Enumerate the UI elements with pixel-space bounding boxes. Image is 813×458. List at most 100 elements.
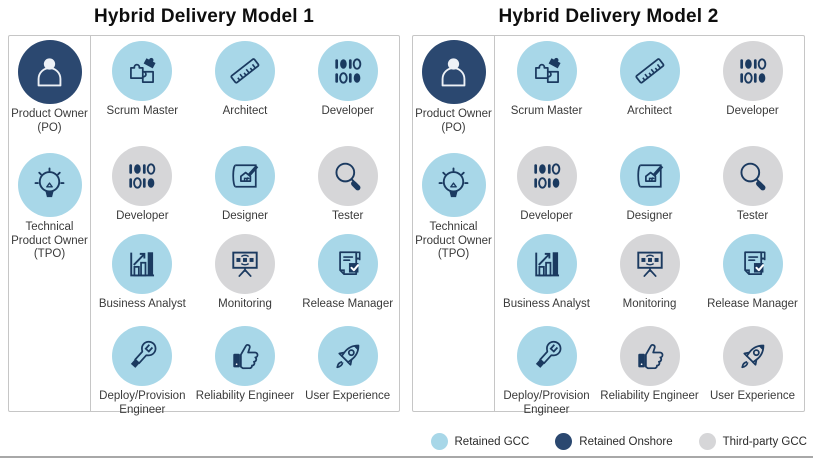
role-label: Developer (520, 210, 573, 222)
role-label: Tester (331, 210, 364, 222)
role-cell: Developer (701, 41, 804, 146)
role-cell: Reliability Engineer (598, 326, 701, 417)
legend-label: Retained Onshore (579, 435, 673, 448)
role-circle (516, 234, 577, 294)
role-cell: Reliability Engineer (194, 326, 297, 417)
model-2-section: Hybrid Delivery Model 2 Product Owner (P… (412, 6, 805, 416)
model-2-panel: Product Owner (PO) Technical Product Owne… (412, 35, 805, 416)
role-cell: Scrum Master (91, 41, 194, 146)
binary-icon (329, 52, 367, 90)
role-cell: Scrum Master (495, 41, 598, 146)
role-circle (619, 234, 680, 294)
wrench-icon (528, 337, 566, 375)
role-circle (516, 326, 577, 386)
blueprint-icon (226, 157, 264, 195)
role-cell: Product Owner (PO) (9, 40, 90, 135)
legend-item: Retained Onshore (555, 433, 673, 450)
role-circle (112, 41, 173, 101)
binary-icon (123, 157, 161, 195)
role-cell: Release Manager (296, 234, 399, 326)
role-cell: Product Owner (PO) (413, 40, 494, 135)
binary-icon (734, 52, 772, 90)
lightbulb-icon (29, 165, 70, 206)
role-label: Deploy/Provision Engineer (503, 390, 590, 416)
role-cell: Deploy/Provision Engineer (91, 326, 194, 417)
role-circle (619, 326, 680, 386)
legend-swatch (555, 433, 573, 450)
rocket-icon (329, 337, 367, 375)
role-label: Scrum Master (106, 105, 179, 117)
bar-chart-icon (123, 245, 161, 283)
role-label: Technical Product Owner (TPO) (11, 221, 88, 261)
role-cell: Developer (495, 146, 598, 234)
owners-column: Product Owner (PO) Technical Product Owne… (413, 36, 495, 411)
role-cell: User Experience (701, 326, 804, 417)
role-label: Release Manager (302, 298, 394, 310)
role-cell: Release Manager (701, 234, 804, 326)
role-circle (112, 234, 173, 294)
role-cell: Designer (598, 146, 701, 234)
model-1-title: Hybrid Delivery Model 1 (93, 6, 314, 27)
owners-column: Product Owner (PO) Technical Product Owne… (9, 36, 91, 411)
role-label: Monitoring (218, 298, 272, 310)
role-circle (421, 40, 486, 104)
model-1-panel: Product Owner (PO) Technical Product Owne… (8, 35, 400, 416)
role-cell: Monitoring (598, 234, 701, 326)
role-label: User Experience (709, 390, 795, 402)
role-cell: Technical Product Owner (TPO) (413, 153, 494, 262)
role-circle (17, 153, 82, 218)
role-circle (516, 41, 577, 101)
role-cell: Architect (598, 41, 701, 146)
rocket-icon (734, 337, 772, 375)
role-label: Reliability Engineer (195, 390, 295, 402)
role-label: Product Owner (PO) (11, 108, 88, 134)
legend-swatch (430, 433, 448, 450)
role-circle (317, 234, 378, 294)
role-circle (619, 146, 680, 206)
document-check-icon (734, 245, 772, 283)
person-icon (29, 52, 70, 93)
role-circle (317, 41, 378, 101)
role-label: Business Analyst (98, 298, 186, 310)
role-circle (214, 41, 275, 101)
role-circle (17, 40, 82, 104)
role-circle (214, 326, 275, 386)
role-circle (421, 153, 486, 218)
role-cell: Monitoring (194, 234, 297, 326)
role-label: Business Analyst (503, 298, 590, 310)
role-cell: Tester (296, 146, 399, 234)
role-cell: Business Analyst (91, 234, 194, 326)
role-label: Monitoring (622, 298, 677, 310)
bottom-divider (0, 456, 813, 458)
role-circle (516, 146, 577, 206)
binary-icon (528, 157, 566, 195)
role-label: Reliability Engineer (600, 390, 699, 402)
thumbs-up-icon (631, 337, 669, 375)
blueprint-icon (631, 157, 669, 195)
role-circle (619, 41, 680, 101)
role-circle (214, 234, 275, 294)
role-label: Architect (627, 105, 672, 117)
ruler-icon (226, 52, 264, 90)
role-cell: Developer (296, 41, 399, 146)
role-label: Developer (321, 105, 374, 117)
role-circle (722, 326, 783, 386)
role-cell: Technical Product Owner (TPO) (9, 153, 90, 262)
role-circle (722, 41, 783, 101)
puzzle-icon (123, 52, 161, 90)
role-label: Technical Product Owner (TPO) (415, 221, 492, 261)
ruler-icon (631, 52, 669, 90)
role-circle (112, 146, 173, 206)
role-cell: Architect (194, 41, 297, 146)
lightbulb-icon (433, 165, 474, 206)
role-circle (317, 326, 378, 386)
role-cell: Business Analyst (495, 234, 598, 326)
role-label: Scrum Master (510, 105, 583, 117)
role-circle (214, 146, 275, 206)
role-label: Designer (626, 210, 673, 222)
document-check-icon (329, 245, 367, 283)
